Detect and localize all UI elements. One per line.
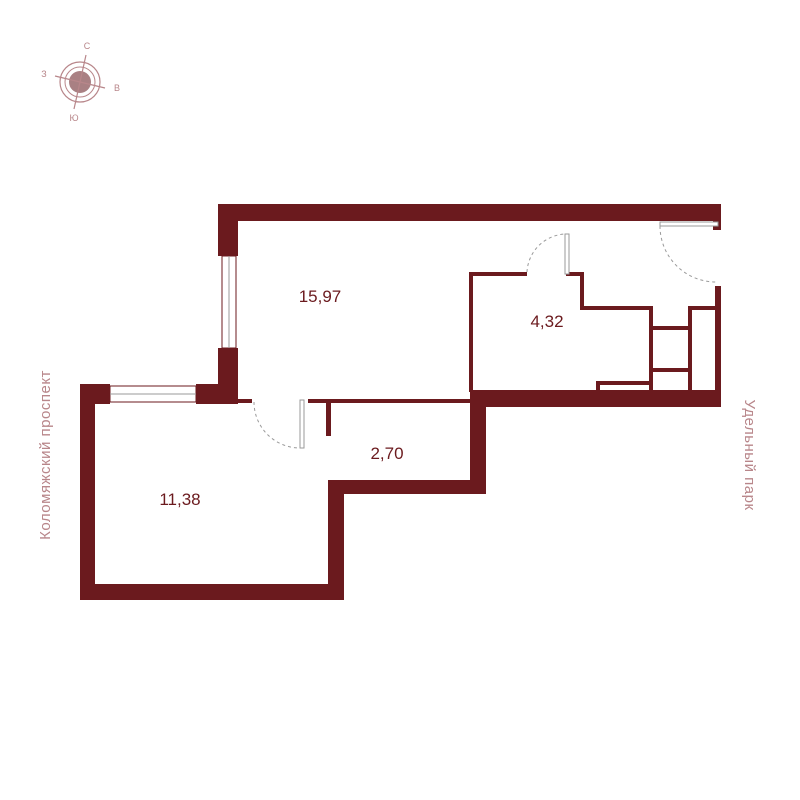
- wall-closet-2: [649, 368, 691, 372]
- wall-bath-step-v: [580, 272, 584, 310]
- wall-second-top-right: [196, 384, 238, 404]
- room-bathroom-area: 4,32: [530, 312, 563, 331]
- street-right-label: Удельный парк: [741, 399, 758, 510]
- compass-south: Ю: [69, 113, 78, 123]
- wall-bottom-right: [470, 390, 721, 407]
- compass-outer-ring: [59, 61, 101, 103]
- wall-second-bottom: [80, 584, 344, 600]
- street-left-label: Коломяжский проспект: [37, 370, 54, 540]
- room-second-area: 11,38: [159, 490, 200, 509]
- door-hall-leaf: [299, 399, 305, 449]
- door-hall-swing: [253, 401, 301, 449]
- walls: [80, 204, 721, 600]
- windows: [109, 255, 237, 403]
- room-hall-area: 2,70: [370, 444, 403, 463]
- door-bath-swing: [526, 233, 568, 273]
- door-bath-leaf: [564, 233, 570, 275]
- wall-closet-1: [649, 326, 691, 330]
- compass-icon: С В Ю З: [41, 41, 120, 123]
- wall-step-vertical: [470, 390, 486, 494]
- wall-closet-right: [688, 306, 692, 392]
- wall-partition-left: [238, 399, 252, 403]
- door-entrance-leaf: [659, 221, 719, 227]
- wall-main-left-upper: [218, 204, 238, 256]
- wall-step-horizontal: [328, 480, 486, 494]
- wall-right: [715, 286, 721, 398]
- doors: [253, 221, 719, 449]
- wall-bath-inner-v: [596, 381, 600, 391]
- wall-second-right: [328, 480, 344, 600]
- wall-bath-left: [469, 272, 473, 392]
- wall-bath-right: [649, 306, 653, 392]
- wall-bath-step-h: [580, 306, 652, 310]
- wall-hall-stub: [326, 403, 331, 436]
- compass-north: С: [84, 41, 91, 51]
- room-main-area: 15,97: [299, 287, 342, 306]
- door-entrance-swing: [659, 225, 717, 283]
- wall-bath-inner: [596, 381, 652, 385]
- compass-west: З: [41, 69, 46, 79]
- wall-bath-top-left: [469, 272, 527, 276]
- wall-second-left: [80, 384, 95, 600]
- compass-east: В: [114, 83, 120, 93]
- wall-top: [218, 204, 721, 221]
- wall-bath-top-mid: [566, 272, 584, 276]
- wall-closet-top: [688, 306, 718, 310]
- compass-ew-line: [54, 75, 106, 89]
- compass-inner-ring: [64, 66, 96, 98]
- wall-partition-hall: [308, 399, 472, 403]
